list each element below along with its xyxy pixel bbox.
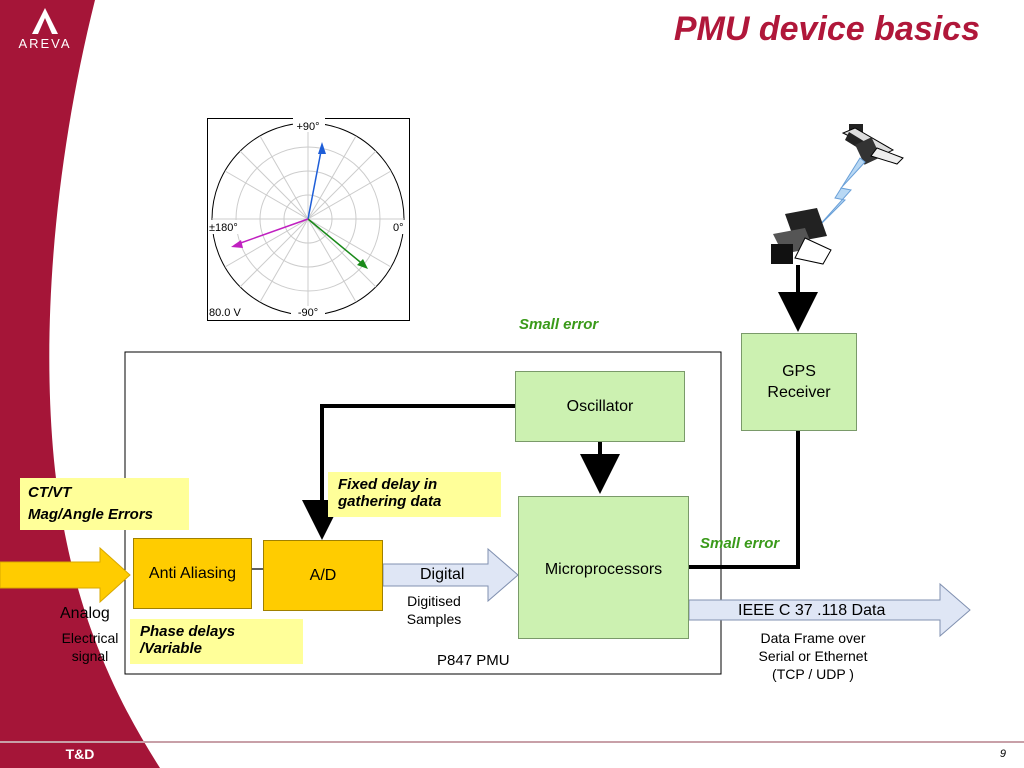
microprocessors-block: Microprocessors <box>518 496 689 639</box>
frame-line3: (TCP / UDP ) <box>772 666 854 682</box>
small-error-top: Small error <box>519 316 599 333</box>
analog-label: Analog <box>60 605 110 622</box>
oscillator-to-ad-arrow <box>302 404 515 540</box>
page-number: 9 <box>999 748 1006 760</box>
gps-satellite-icon <box>771 124 904 265</box>
frame-line1: Data Frame over <box>760 630 866 646</box>
pmu-name-label: P847 PMU <box>437 652 510 669</box>
digitised-line1: Digitised <box>407 593 461 609</box>
electrical-line1: Electrical <box>61 630 119 646</box>
fixed-delay-line2: gathering data <box>338 493 442 510</box>
data-frame-label: Data Frame over Serial or Ethernet (TCP … <box>738 629 888 683</box>
gps-receiver-block: GPS Receiver <box>741 333 857 431</box>
areva-logo-icon <box>32 8 58 34</box>
ad-label: A/D <box>309 566 337 584</box>
phasor-plot: +90° -90° ±180° 0° 80.0 V <box>207 118 410 321</box>
fixed-delay-line1: Fixed delay in <box>338 476 438 493</box>
footer-band <box>0 741 1024 743</box>
digital-arrow <box>382 547 519 603</box>
brand-name: AREVA <box>18 36 72 51</box>
phase-delays-line2: /Variable <box>140 640 202 657</box>
ieee-label: IEEE C 37 .118 Data <box>738 602 886 619</box>
phasor-top-label: +90° <box>296 121 319 133</box>
ieee-output-arrow <box>688 582 971 638</box>
antenna-icon <box>771 208 832 265</box>
analog-input-arrow <box>0 546 131 604</box>
ct-vt-note: CT/VT Mag/Angle Errors <box>20 478 189 530</box>
fixed-delay-note: Fixed delay in gathering data <box>328 472 501 517</box>
electrical-line2: signal <box>71 648 109 664</box>
ct-vt-line2: Mag/Angle Errors <box>28 506 154 523</box>
phase-delays-line1: Phase delays <box>140 623 236 640</box>
digitised-line2: Samples <box>406 611 462 627</box>
footer-division: T&D <box>65 746 95 762</box>
anti-aliasing-label: Anti Aliasing <box>148 564 237 582</box>
satellite-icon <box>841 124 904 165</box>
ct-vt-line1: CT/VT <box>28 484 72 501</box>
digital-label: Digital <box>420 566 465 583</box>
oscillator-label: Oscillator <box>566 397 634 415</box>
gps-line1: GPS <box>782 363 816 380</box>
phasor-left-label: ±180° <box>209 222 238 234</box>
digitised-samples-label: Digitised Samples <box>396 592 472 628</box>
phasor-right-label: 0° <box>393 222 404 234</box>
small-error-bottom: Small error <box>700 535 780 552</box>
gps-line2: Receiver <box>767 384 831 401</box>
gps-to-micro-line <box>689 431 800 569</box>
frame-line2: Serial or Ethernet <box>758 648 868 664</box>
phase-delays-note: Phase delays /Variable <box>130 619 303 664</box>
electrical-signal-label: Electrical signal <box>40 629 140 665</box>
anti-aliasing-block: Anti Aliasing <box>133 538 252 609</box>
phasor-bottom-label: -90° <box>298 307 318 319</box>
lightning-icon <box>816 157 866 229</box>
microprocessors-label: Microprocessors <box>544 561 663 578</box>
ad-block: A/D <box>263 540 383 611</box>
phasor-arrows <box>231 142 368 269</box>
oscillator-block: Oscillator <box>515 371 685 442</box>
phasor-scale-label: 80.0 V <box>209 307 241 319</box>
page-title: PMU device basics <box>673 10 980 48</box>
